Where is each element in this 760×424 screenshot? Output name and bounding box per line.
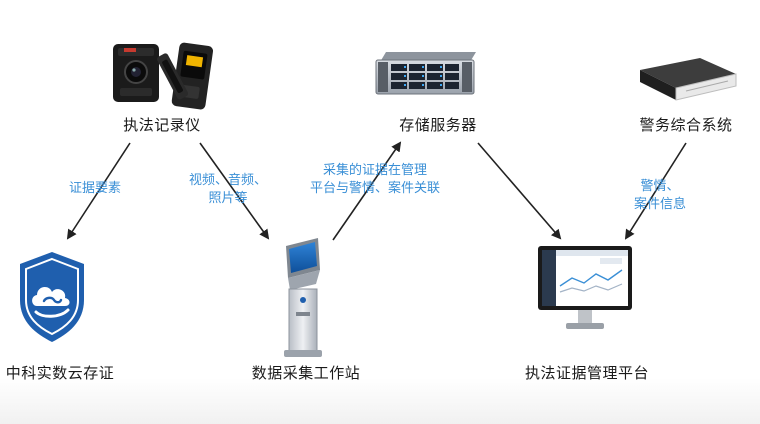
node-label-workstation: 数据采集工作站 [251, 364, 361, 382]
node-label-storage-server: 存储服务器 [399, 116, 477, 134]
node-label-cloud-evidence: 中科实数云存证 [5, 364, 115, 382]
kiosk-icon [284, 238, 322, 357]
arrow-recorder-to-cloud [66, 142, 131, 240]
edge-label-line: 采集的证据在管理 [322, 163, 428, 178]
edge-label-line: 警情、 [640, 179, 680, 194]
arrow-recorder-to-workstation [199, 142, 270, 240]
rack-server-icon [375, 52, 476, 95]
node-label-police-system: 警务综合系统 [639, 116, 733, 134]
edge-label-evidence-elements: 证据要素 [69, 180, 121, 198]
monitor-icon [538, 246, 632, 329]
cloud-shield-icon [20, 252, 84, 342]
edge-label-association: 采集的证据在管理 平台与警情、案件关联 [310, 162, 440, 198]
node-label-platform: 执法证据管理平台 [524, 364, 650, 382]
edge-label-line: 案件信息 [633, 197, 687, 212]
server-box-icon [640, 58, 737, 101]
arrow-server-to-platform [477, 142, 562, 240]
edge-label-media-types: 视频、音频、 照片等 [189, 172, 267, 208]
edge-label-line: 照片等 [208, 191, 248, 206]
arrow-system-to-platform [624, 142, 687, 240]
edge-label-case-info: 警情、 案件信息 [634, 178, 686, 214]
edge-label-line: 视频、音频、 [188, 173, 268, 188]
node-label-recorder: 执法记录仪 [123, 116, 201, 134]
body-camera-icon [113, 42, 214, 110]
edge-label-line: 平台与警情、案件关联 [309, 181, 441, 196]
bottom-shade [0, 378, 760, 424]
edge-label-line: 证据要素 [68, 181, 122, 196]
arrow-workstation-to-server [332, 141, 402, 241]
